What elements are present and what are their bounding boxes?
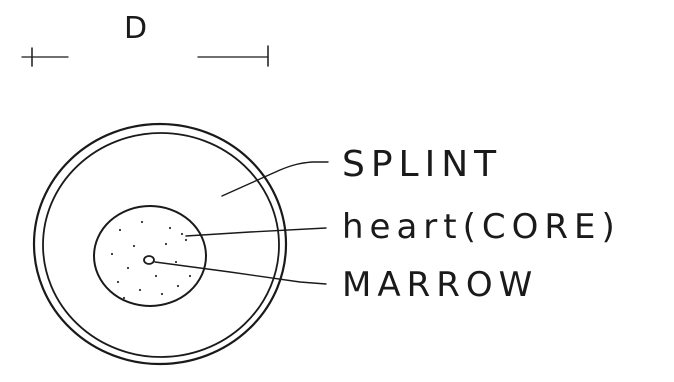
heart-stipple <box>111 221 191 299</box>
marrow-pith <box>144 256 154 264</box>
marrow-label: MARROW <box>342 265 538 305</box>
log-cross-section <box>34 124 286 364</box>
splint-label: SPLINT <box>342 144 502 185</box>
heart-core-label: heart(CORE) <box>342 207 621 247</box>
leader-lines <box>155 162 328 284</box>
marrow-leader-line <box>155 262 326 284</box>
bark-inner-ring <box>43 133 279 357</box>
bark-outer-ring <box>34 124 286 364</box>
dimension-label: D <box>124 11 153 46</box>
splint-leader-line <box>222 162 328 196</box>
heart-leader-line <box>186 228 326 236</box>
diameter-dimension: D <box>22 11 268 66</box>
